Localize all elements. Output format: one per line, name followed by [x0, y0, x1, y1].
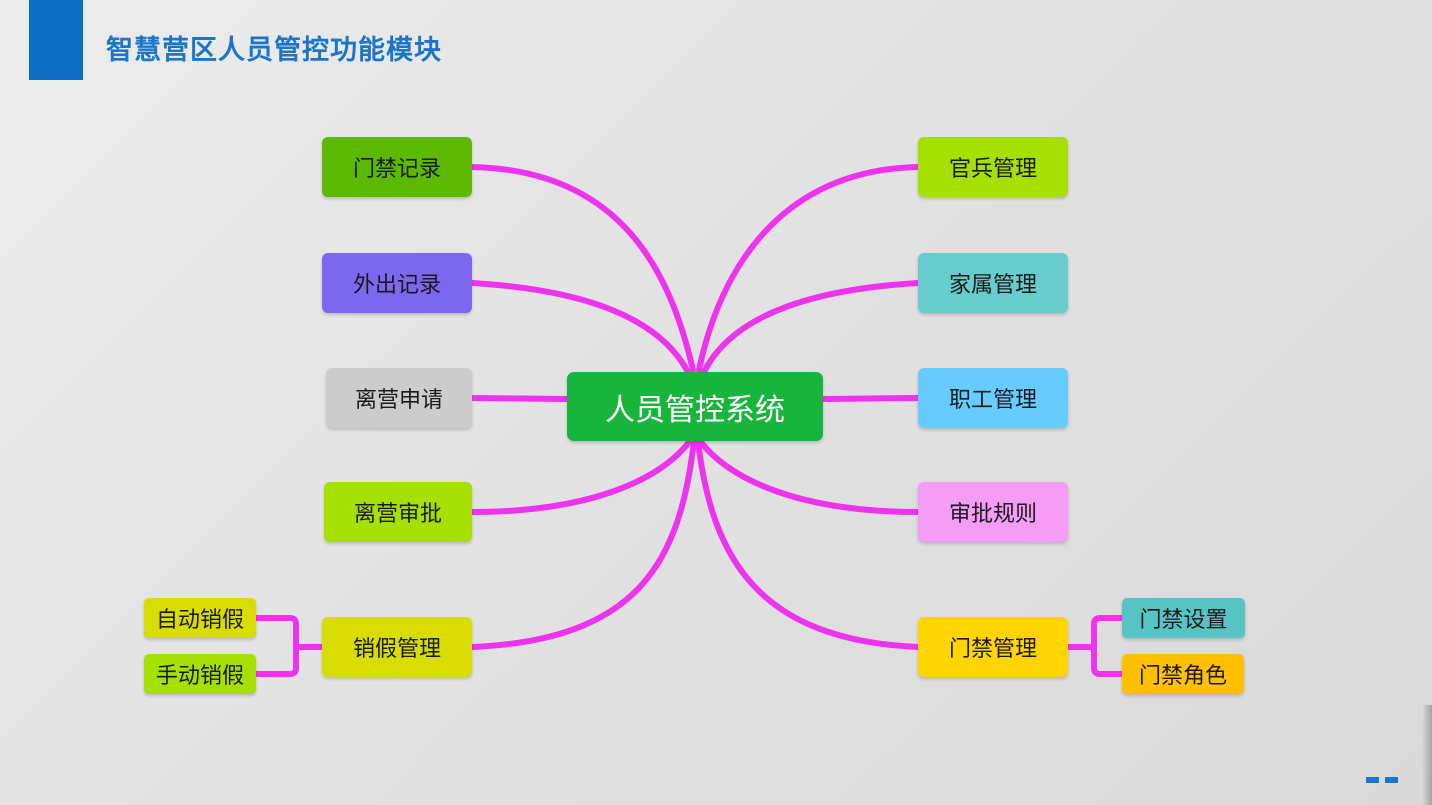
node-access-management: 门禁管理 [918, 617, 1068, 677]
page-marker [1366, 777, 1398, 783]
title-accent-bar [29, 0, 83, 80]
page-title: 智慧营区人员管控功能模块 [106, 35, 442, 66]
node-auto-cancel: 自动销假 [144, 598, 256, 638]
node-leave-application: 离营申请 [326, 368, 472, 428]
node-leave-approval: 离营审批 [324, 482, 472, 542]
node-outing-records: 外出记录 [322, 253, 472, 313]
node-staff-management: 职工管理 [918, 368, 1068, 428]
connector-r4 [697, 438, 921, 515]
connector-l1 [469, 164, 696, 373]
node-manual-cancel: 手动销假 [144, 654, 256, 694]
connector-r5 [695, 438, 921, 650]
node-family-management: 家属管理 [918, 253, 1068, 313]
center-node: 人员管控系统 [567, 372, 823, 441]
connector-r2 [701, 280, 921, 375]
connector-l2 [469, 280, 691, 375]
connector-r3 [820, 395, 921, 402]
page-curl-shadow [1422, 705, 1432, 805]
connector-r1 [696, 164, 921, 373]
bracket-right [1091, 615, 1128, 677]
node-access-records: 门禁记录 [322, 137, 472, 197]
connector-l5 [469, 438, 697, 650]
connector-l3 [469, 395, 570, 402]
node-approval-rules: 审批规则 [918, 482, 1068, 542]
node-access-settings: 门禁设置 [1122, 598, 1245, 638]
node-officer-management: 官兵管理 [918, 137, 1068, 197]
connector-l4 [469, 438, 693, 515]
node-access-roles: 门禁角色 [1122, 654, 1244, 694]
node-leave-cancellation: 销假管理 [322, 617, 472, 677]
bracket-left [253, 615, 299, 677]
